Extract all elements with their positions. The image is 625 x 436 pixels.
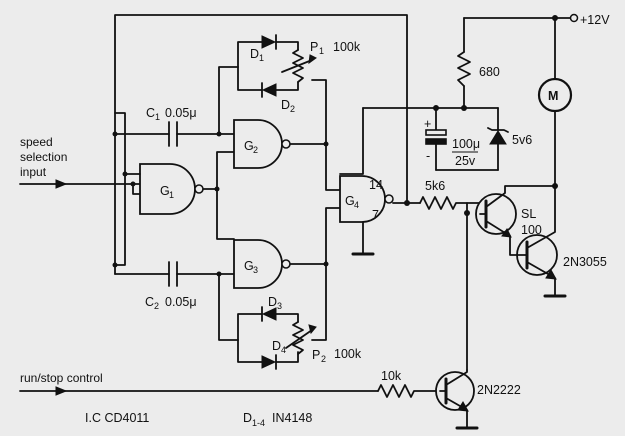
- motor-label: M: [548, 89, 558, 103]
- d2-label: D: [281, 98, 290, 112]
- c1-sub: 1: [155, 112, 160, 122]
- junction-dot: [214, 186, 220, 192]
- p2-sub: 2: [321, 354, 326, 364]
- gate-g4-sub: 4: [354, 200, 359, 210]
- supply-terminal: [569, 13, 579, 23]
- c1-label: C: [146, 106, 155, 120]
- wire: [114, 112, 141, 175]
- junction-dot: [216, 131, 222, 137]
- wire: [202, 151, 235, 190]
- transistor-2n3055: 2N3055: [509, 185, 607, 298]
- diode-d3: D 3: [237, 295, 299, 341]
- capacitor-100u: + - 100μ 25v: [424, 107, 480, 171]
- gate-g3-label: G: [244, 259, 254, 273]
- c1-value: 0.05μ: [165, 106, 197, 120]
- junction-dot: [216, 271, 222, 277]
- junction-dot: [433, 105, 439, 111]
- diode-d1: D 1: [237, 34, 299, 68]
- diodes-note-value: IN4148: [272, 411, 312, 425]
- pin-14: 14: [369, 178, 383, 192]
- wire: [114, 173, 126, 266]
- junction-dot: [122, 171, 128, 177]
- run-stop-label: run/stop control: [20, 371, 103, 385]
- sl100-label-2: 100: [521, 223, 542, 237]
- resistor-680: 680: [457, 51, 500, 87]
- resistor-10k: 10k: [377, 369, 441, 398]
- speed-input-arrow: [19, 179, 141, 189]
- junction-dot: [323, 141, 329, 147]
- speed-input-label-1: speed: [20, 135, 53, 149]
- d4-label: D: [272, 339, 281, 353]
- junction-dot: [404, 200, 410, 206]
- wire: [289, 207, 341, 265]
- wire: [289, 143, 341, 191]
- capacitor-c2: C 2 0.05μ: [114, 261, 235, 311]
- capacitor-value: 100μ: [452, 137, 480, 151]
- transistor-2n2222: 2N2222: [435, 369, 521, 430]
- junction-dot: [323, 261, 329, 267]
- junction-dot: [461, 105, 467, 111]
- gate-g4: G 4 14 7: [339, 175, 394, 223]
- capacitor-c1: C 1 0.05μ: [114, 106, 235, 147]
- wire: [218, 273, 239, 341]
- diode-d4: D 4: [237, 339, 299, 370]
- d4-sub: 4: [281, 345, 286, 355]
- gate-g3-sub: 3: [253, 265, 258, 275]
- wire: [218, 66, 239, 135]
- p2-label: P: [312, 348, 320, 362]
- diode-d2: D 2: [237, 66, 299, 114]
- junction-dot: [130, 181, 136, 187]
- capacitor-voltage: 25v: [455, 154, 476, 168]
- potentiometer-p2: P 2 100k: [285, 263, 362, 364]
- d2-sub: 2: [290, 104, 295, 114]
- c2-value: 0.05μ: [165, 295, 197, 309]
- resistor-10k-label: 10k: [381, 369, 402, 383]
- wire: [216, 188, 235, 240]
- gate-g2: G 2: [233, 119, 291, 169]
- gate-g4-label: G: [345, 194, 355, 208]
- d3-sub: 3: [277, 301, 282, 311]
- speed-input-label-3: input: [20, 165, 47, 179]
- transistor-sl100: SL 100: [475, 185, 556, 238]
- sl100-label-1: SL: [521, 207, 536, 221]
- capacitor-plus: +: [424, 117, 431, 131]
- diodes-note-sub: 1-4: [252, 418, 265, 428]
- diodes-note-prefix: D: [243, 411, 252, 425]
- potentiometer-p1: P 1 100k: [281, 40, 361, 145]
- 2n2222-label: 2N2222: [477, 383, 521, 397]
- gate-g1: G 1: [139, 163, 204, 215]
- d3-label: D: [268, 295, 277, 309]
- p1-value: 100k: [333, 40, 361, 54]
- p2-value: 100k: [334, 347, 362, 361]
- p1-sub: 1: [319, 46, 324, 56]
- resistor-5k6: 5k6: [419, 179, 481, 210]
- gate-g2-label: G: [244, 139, 254, 153]
- resistor-5k6-label: 5k6: [425, 179, 445, 193]
- junction-dot: [552, 15, 558, 21]
- speed-input-label-2: selection: [20, 150, 67, 164]
- wires-top: [114, 14, 571, 204]
- capacitor-minus: -: [426, 149, 430, 163]
- gate-g3: G 3: [233, 239, 291, 289]
- c2-label: C: [145, 295, 154, 309]
- zener-diode: 5v6: [487, 107, 532, 171]
- motor: M: [537, 77, 573, 113]
- d1-label: D: [250, 47, 259, 61]
- gate-g2-sub: 2: [253, 145, 258, 155]
- d1-sub: 1: [259, 53, 264, 63]
- run-stop-arrow: [19, 386, 379, 396]
- wire: [132, 183, 141, 195]
- p1-label: P: [310, 40, 318, 54]
- ic-note: I.C CD4011: [85, 411, 149, 425]
- 2n3055-label: 2N3055: [563, 255, 607, 269]
- gate-g1-sub: 1: [169, 190, 174, 200]
- c2-sub: 2: [154, 301, 159, 311]
- resistor-680-label: 680: [479, 65, 500, 79]
- zener-label: 5v6: [512, 133, 532, 147]
- pin-7: 7: [372, 208, 379, 222]
- supply-label: +12V: [580, 13, 610, 27]
- gate-g1-label: G: [160, 184, 170, 198]
